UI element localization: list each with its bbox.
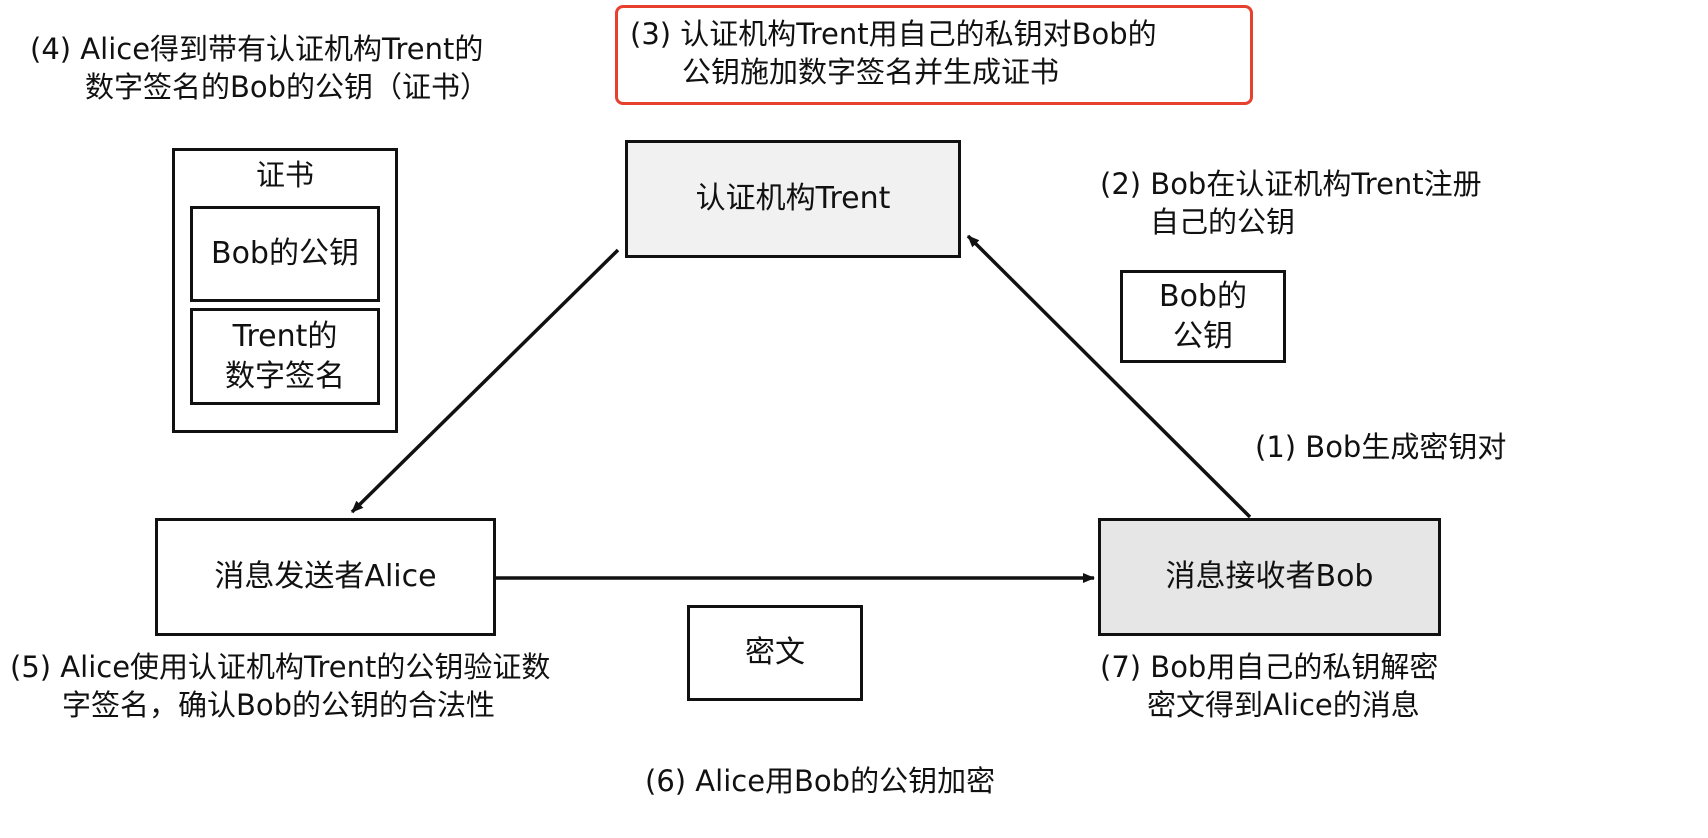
certificate-signature: Trent的 数字签名 — [190, 308, 380, 405]
step-6-label: (6) Alice用Bob的公钥加密 — [645, 764, 996, 798]
bob-label: 消息接收者Bob — [1165, 559, 1374, 594]
step-5-line-1: (5) Alice使用认证机构Trent的公钥验证数 — [10, 650, 551, 684]
certificate-public-key-label: Bob的公钥 — [211, 236, 359, 271]
bob-public-key-box: Bob的 公钥 — [1120, 270, 1286, 363]
step-4-line-2: 数字签名的Bob的公钥（证书） — [85, 70, 490, 104]
certificate-public-key: Bob的公钥 — [190, 206, 380, 302]
alice-node: 消息发送者Alice — [155, 518, 496, 636]
step-7-line-1: (7) Bob用自己的私钥解密 — [1100, 650, 1439, 684]
bob-key-line-1: Bob的 — [1159, 278, 1247, 314]
trent-node: 认证机构Trent — [625, 140, 961, 258]
arrow-bob-to-trent — [966, 234, 1252, 519]
step-2-line-2: 自己的公钥 — [1150, 205, 1296, 239]
signature-line-2: 数字签名 — [225, 358, 345, 394]
step-7-line-2: 密文得到Alice的消息 — [1147, 688, 1420, 722]
ciphertext-box: 密文 — [687, 605, 863, 701]
step-4-line-1: (4) Alice得到带有认证机构Trent的 — [30, 32, 484, 66]
step-3-highlight — [615, 5, 1253, 105]
certificate-title: 证书 — [255, 158, 314, 192]
step-3-line-2: 公钥施加数字签名并生成证书 — [682, 55, 1060, 89]
step-5-line-2: 字签名，确认Bob的公钥的合法性 — [62, 688, 496, 722]
trent-label: 认证机构Trent — [695, 181, 891, 216]
step-5-label: (5) Alice使用认证机构Trent的公钥验证数 字签名，确认Bob的公钥的… — [10, 648, 550, 724]
arrow-trent-to-alice — [350, 248, 620, 514]
step-2-line-1: (2) Bob在认证机构Trent注册 — [1100, 167, 1482, 201]
bob-key-line-2: 公钥 — [1173, 318, 1233, 354]
bob-node: 消息接收者Bob — [1098, 518, 1441, 636]
alice-label: 消息发送者Alice — [214, 559, 437, 594]
step-1-label: (1) Bob生成密钥对 — [1255, 430, 1507, 464]
step-2-label: (2) Bob在认证机构Trent注册 自己的公钥 — [1100, 165, 1482, 241]
step-3-line-1: (3) 认证机构Trent用自己的私钥对Bob的 — [630, 17, 1157, 51]
certificate: 证书 Bob的公钥 Trent的 数字签名 — [172, 148, 398, 433]
step-3-label: (3) 认证机构Trent用自己的私钥对Bob的 公钥施加数字签名并生成证书 — [630, 15, 1157, 91]
ciphertext-label: 密文 — [745, 635, 805, 670]
step-4-label: (4) Alice得到带有认证机构Trent的 数字签名的Bob的公钥（证书） — [30, 30, 489, 106]
step-7-label: (7) Bob用自己的私钥解密 密文得到Alice的消息 — [1100, 648, 1438, 724]
signature-line-1: Trent的 — [232, 318, 338, 354]
